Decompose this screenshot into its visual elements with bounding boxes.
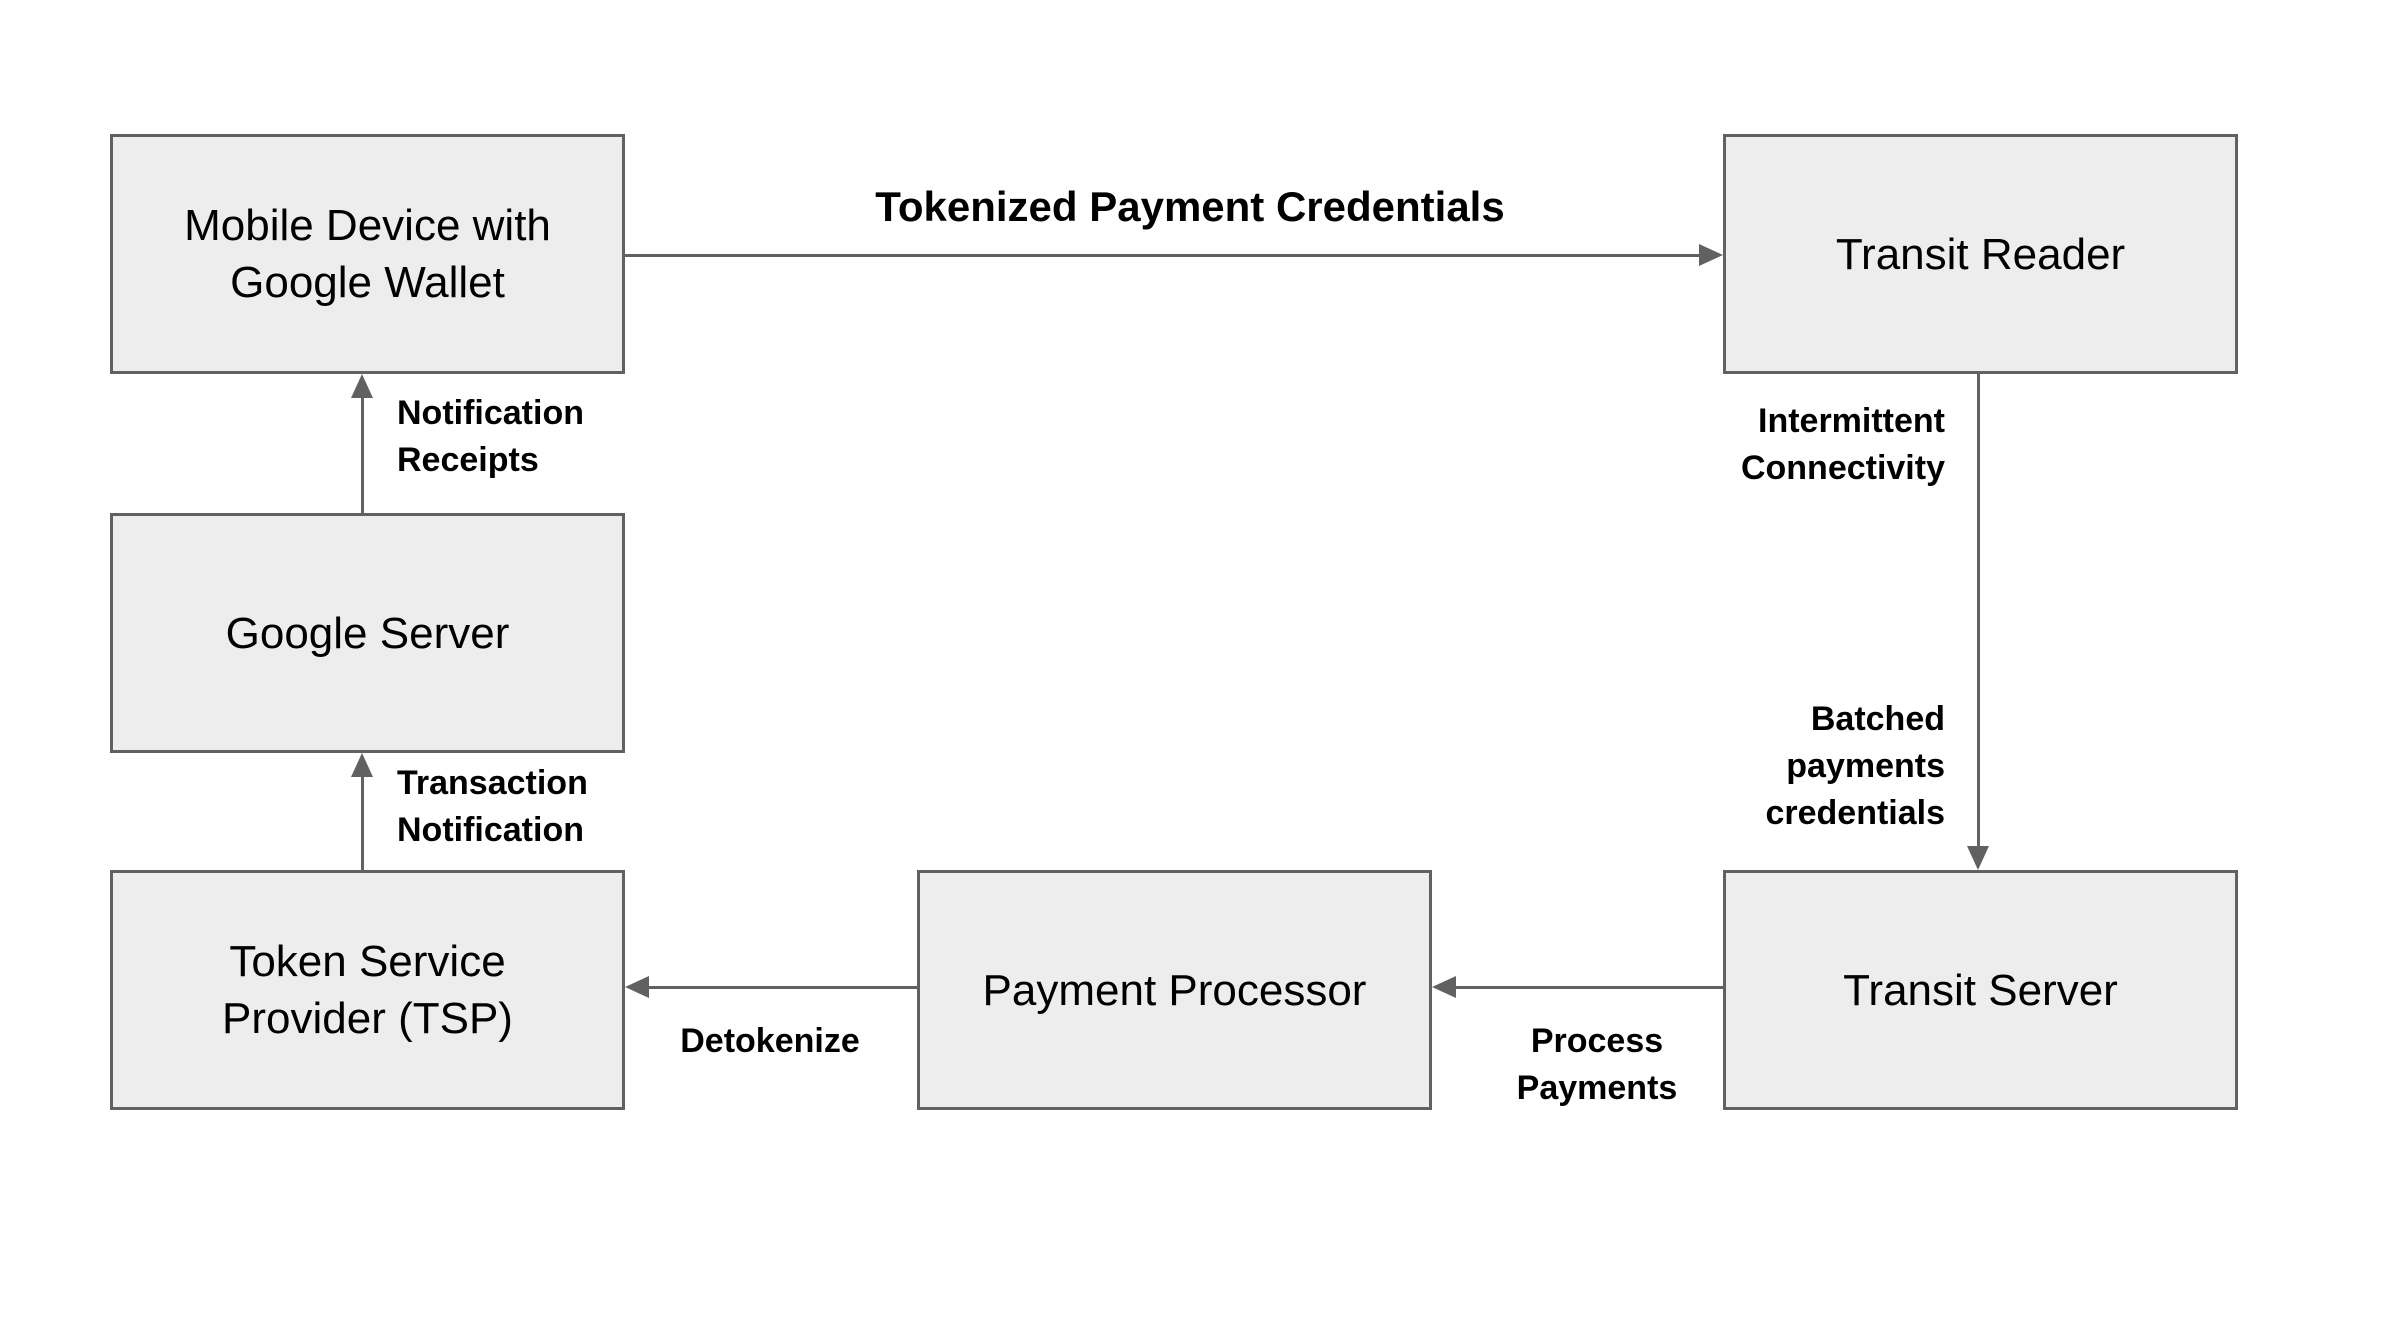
arrowhead-left-icon bbox=[1432, 976, 1456, 998]
edge-label-tokenized-payment-credentials: Tokenized Payment Credentials bbox=[875, 183, 1505, 230]
arrow-transaction-notification bbox=[361, 775, 364, 870]
node-transit-reader: Transit Reader bbox=[1723, 134, 2238, 374]
edge-label-batched-payments-credentials: Batched payments credentials bbox=[1765, 700, 1945, 832]
arrowhead-left-icon bbox=[625, 976, 649, 998]
node-label: Transit Reader bbox=[1835, 229, 2126, 279]
arrow-tokenized-payment-credentials bbox=[625, 254, 1701, 257]
arrow-detokenize bbox=[647, 986, 917, 989]
arrow-batched-payments bbox=[1977, 374, 1980, 848]
edge-label-transaction-notification: Transaction Notification bbox=[397, 764, 588, 849]
arrowhead-up-icon bbox=[351, 753, 373, 777]
node-transit-server: Transit Server bbox=[1723, 870, 2238, 1110]
node-google-server: Google Server bbox=[110, 513, 625, 753]
node-mobile-device-google-wallet: Mobile Device with Google Wallet bbox=[110, 134, 625, 374]
edge-label-process-payments: Process Payments bbox=[1516, 1022, 1678, 1107]
node-label: Mobile Device with Google Wallet bbox=[184, 201, 551, 307]
node-label: Google Server bbox=[225, 608, 510, 658]
node-label: Transit Server bbox=[1843, 965, 2118, 1015]
arrow-notification-receipts bbox=[361, 396, 364, 513]
node-payment-processor: Payment Processor bbox=[917, 870, 1432, 1110]
node-label: Payment Processor bbox=[982, 965, 1367, 1015]
node-token-service-provider: Token Service Provider (TSP) bbox=[110, 870, 625, 1110]
edge-label-intermittent-connectivity: Intermittent Connectivity bbox=[1740, 402, 1945, 487]
arrowhead-right-icon bbox=[1699, 244, 1723, 266]
node-label: Token Service Provider (TSP) bbox=[222, 937, 513, 1043]
edge-label-detokenize: Detokenize bbox=[680, 1022, 860, 1060]
arrowhead-up-icon bbox=[351, 374, 373, 398]
arrow-process-payments bbox=[1454, 986, 1723, 989]
edge-label-notification-receipts: Notification Receipts bbox=[397, 394, 584, 479]
arrowhead-down-icon bbox=[1967, 846, 1989, 870]
